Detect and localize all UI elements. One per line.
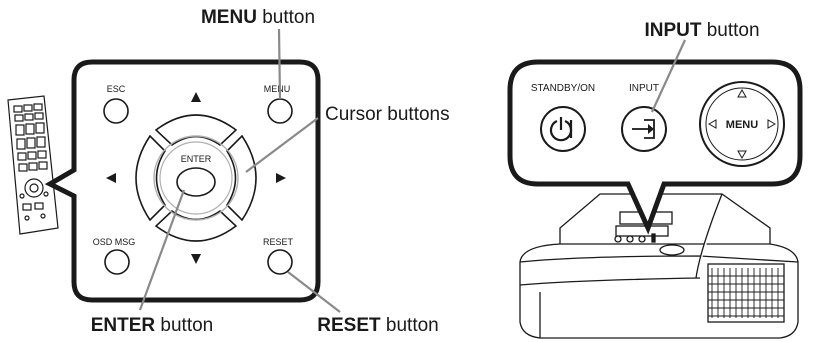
cursor-buttons — [135, 114, 257, 242]
cursor-right-button[interactable] — [225, 134, 257, 222]
reset-label: RESET — [263, 237, 294, 247]
menu-leader-line — [277, 28, 282, 100]
projector-up-icon[interactable] — [737, 88, 747, 98]
enter-label: ENTER — [181, 154, 212, 164]
cursor-leader-line — [245, 117, 319, 173]
arrow-right-icon — [276, 173, 286, 183]
input-button-callout: INPUT button — [644, 20, 759, 41]
power-icon — [549, 117, 573, 142]
projector-icon — [519, 193, 799, 339]
projector-menu-label: MENU — [726, 119, 758, 131]
standby-label: STANDBY/ON — [531, 83, 595, 94]
reset-leader-line — [287, 271, 341, 313]
remote-control-icon — [7, 95, 59, 235]
enter-button-callout: ENTER button — [91, 315, 214, 336]
standby-button[interactable] — [540, 106, 586, 152]
projector-vent-grille — [708, 268, 784, 318]
projector-right-icon[interactable] — [767, 119, 777, 129]
arrow-up-icon — [191, 92, 201, 102]
projector-menu-dial[interactable] — [699, 81, 785, 167]
input-source-icon — [632, 119, 655, 139]
projector-menu-dial-inner — [705, 87, 779, 161]
reset-button-callout: RESET button — [317, 315, 438, 336]
projector-down-icon[interactable] — [737, 150, 747, 160]
osd-msg-label: OSD MSG — [93, 237, 136, 247]
input-leader-line — [651, 39, 686, 113]
arrow-down-icon — [191, 254, 201, 264]
cursor-ring-outer — [153, 135, 239, 221]
reset-button[interactable] — [267, 249, 293, 275]
enter-leader-line — [138, 189, 186, 311]
cursor-down-button[interactable] — [154, 209, 238, 242]
input-label: INPUT — [629, 83, 659, 94]
remote-menu-label: MENU — [264, 84, 291, 94]
menu-button-callout: MENU button — [201, 7, 315, 28]
enter-button[interactable] — [176, 167, 216, 197]
remote-menu-button[interactable] — [267, 98, 293, 124]
cursor-left-button[interactable] — [135, 134, 167, 222]
cursor-buttons-callout: Cursor buttons — [325, 104, 450, 125]
osd-msg-button[interactable] — [104, 249, 130, 275]
cursor-up-button[interactable] — [154, 114, 238, 147]
esc-label: ESC — [107, 84, 126, 94]
cursor-ring-inner — [159, 141, 233, 215]
projector-left-icon[interactable] — [707, 119, 717, 129]
esc-button[interactable] — [103, 98, 129, 124]
arrow-left-icon — [106, 173, 116, 183]
